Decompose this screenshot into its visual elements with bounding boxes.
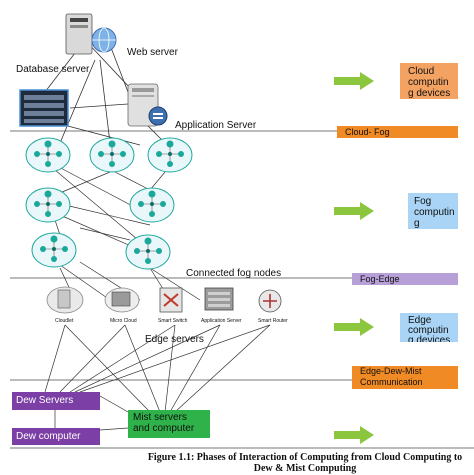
mist-label-line1: Mist servers <box>133 412 187 423</box>
fog-node-3 <box>147 137 193 173</box>
edge-computing-line1: Edge <box>408 315 432 326</box>
fog-node-6 <box>31 232 77 268</box>
database-server-label: Database server <box>16 64 90 75</box>
cloudlet-label: Cloudlet <box>55 318 74 324</box>
dew-computer-box <box>12 428 100 445</box>
cloud-devices-box <box>400 63 458 99</box>
fog-edge-band <box>352 273 458 285</box>
arrow-icon-bottom <box>334 426 374 444</box>
cloud-devices-line1: Cloud <box>408 66 435 77</box>
mist-box <box>128 410 210 438</box>
arrow-icon-fog <box>334 202 374 220</box>
communication-label: Communication <box>360 377 423 387</box>
dew-computer-label: Dew computer <box>16 431 81 442</box>
fog-node-1 <box>25 137 71 173</box>
figure-caption-line1: Figure 1.1: Phases of Interaction of Com… <box>147 452 463 463</box>
arrow-icon-edge <box>334 318 374 336</box>
web-server-icon <box>65 13 117 55</box>
cloudlet-icon <box>46 286 84 314</box>
application-server-icon <box>127 83 168 127</box>
fog-edge-label: Fog-Edge <box>360 274 400 284</box>
cloud-fog-label: Cloud- Fog <box>345 127 390 137</box>
fog-node-4 <box>25 187 71 223</box>
smart-router-icon <box>258 289 282 313</box>
edge-computing-line2: computin <box>408 325 449 336</box>
edge-computing-box <box>400 313 458 342</box>
fog-computing-line3: g <box>414 218 420 229</box>
cloud-devices-line2: computin <box>408 77 449 88</box>
figure-caption-line2: Dew & Mist Computing <box>253 463 357 474</box>
connected-fog-nodes-label: Connected fog nodes <box>186 268 282 279</box>
smart-switch-icon <box>159 287 183 313</box>
cloud-devices-line3: g devices <box>408 88 451 99</box>
web-server-label: Web server <box>127 47 178 58</box>
edge-dew-mist-label: Edge-Dew-Mist <box>360 366 422 376</box>
fog-computing-line1: Fog <box>414 196 432 207</box>
fog-node-7 <box>125 234 171 270</box>
micro-cloud-label: Micro Cloud <box>110 318 137 324</box>
database-server-icon <box>19 89 69 127</box>
application-server-edge-icon <box>204 287 234 311</box>
smart-router-label: Smart Router <box>258 318 288 324</box>
fog-computing-box <box>408 193 458 229</box>
fog-connections <box>54 164 201 301</box>
smart-switch-label: Smart Switch <box>158 318 188 324</box>
edge-connections <box>44 324 271 431</box>
micro-cloud-icon <box>104 287 140 313</box>
cloud-fog-band <box>337 126 458 138</box>
application-server-label: Application Server <box>175 120 257 131</box>
dew-servers-label: Dew Servers <box>16 395 74 406</box>
mist-label-line2: and computer <box>133 423 195 434</box>
fog-node-2 <box>89 137 135 173</box>
edge-dew-mist-band <box>352 366 458 389</box>
fog-node-5 <box>129 187 175 223</box>
application-server-edge-label: Application Server <box>201 318 242 324</box>
fog-computing-line2: computin <box>414 207 455 218</box>
edge-servers-label: Edge servers <box>145 334 204 345</box>
arrow-icon-cloud <box>334 72 374 90</box>
edge-computing-line3: g devices <box>408 335 451 342</box>
dew-servers-box <box>12 392 100 410</box>
